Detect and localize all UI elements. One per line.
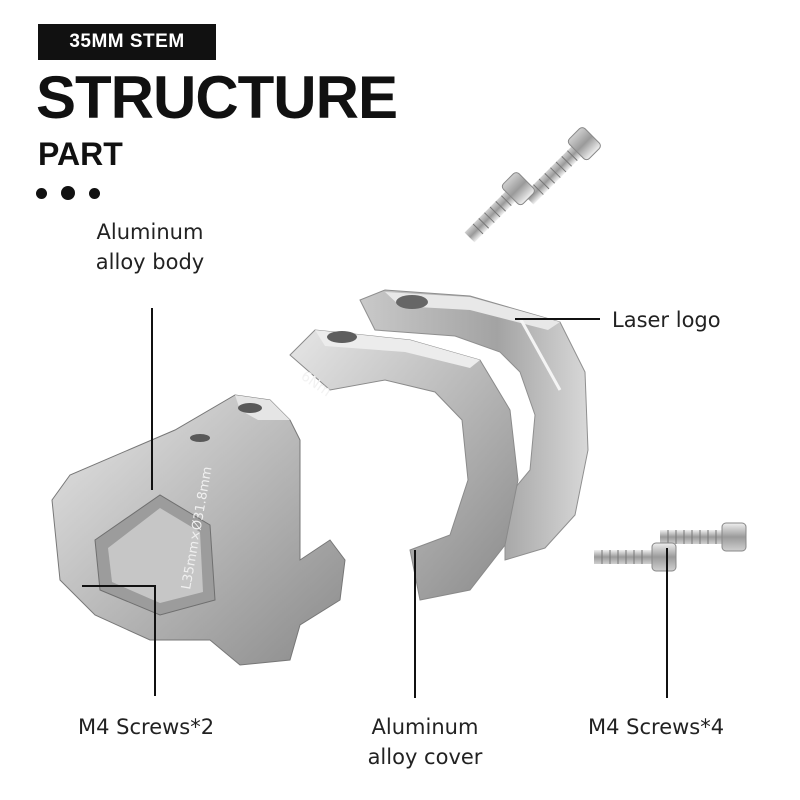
screw-top-1 [523, 127, 601, 205]
label-body-line1: Aluminum [96, 220, 204, 244]
rear-clamp-cover [359, 289, 589, 561]
label-laser-logo: Laser logo [612, 308, 721, 332]
stem-body: L35mm×Ø31.8mm [51, 394, 346, 666]
page-subtitle: PART [38, 136, 123, 172]
stem-size-badge: 35MM STEM [38, 24, 216, 60]
label-body-line2: alloy body [95, 250, 205, 274]
leader-lines [82, 308, 668, 698]
page-title: STRUCTURE [36, 64, 398, 131]
label-aluminum-alloy-body: Aluminum alloy body [80, 217, 220, 277]
label-cover-line2: alloy cover [367, 745, 483, 769]
label-aluminum-alloy-cover: Aluminum alloy cover [350, 712, 500, 772]
dot-3 [89, 187, 100, 199]
label-screws-left: M4 Screws*2 [78, 715, 215, 739]
dot-2 [61, 186, 75, 200]
screw-top-2 [464, 172, 535, 243]
leader-screws-left [82, 585, 156, 696]
top-screws [464, 127, 601, 243]
label-screws-right: M4 Screws*4 [588, 715, 725, 739]
screw-right-1 [660, 522, 747, 552]
dot-1 [36, 187, 47, 199]
decorative-dots [36, 186, 100, 200]
label-cover-line1: Aluminum [371, 715, 479, 739]
screw-right-2 [594, 542, 677, 572]
right-screws [594, 522, 747, 572]
